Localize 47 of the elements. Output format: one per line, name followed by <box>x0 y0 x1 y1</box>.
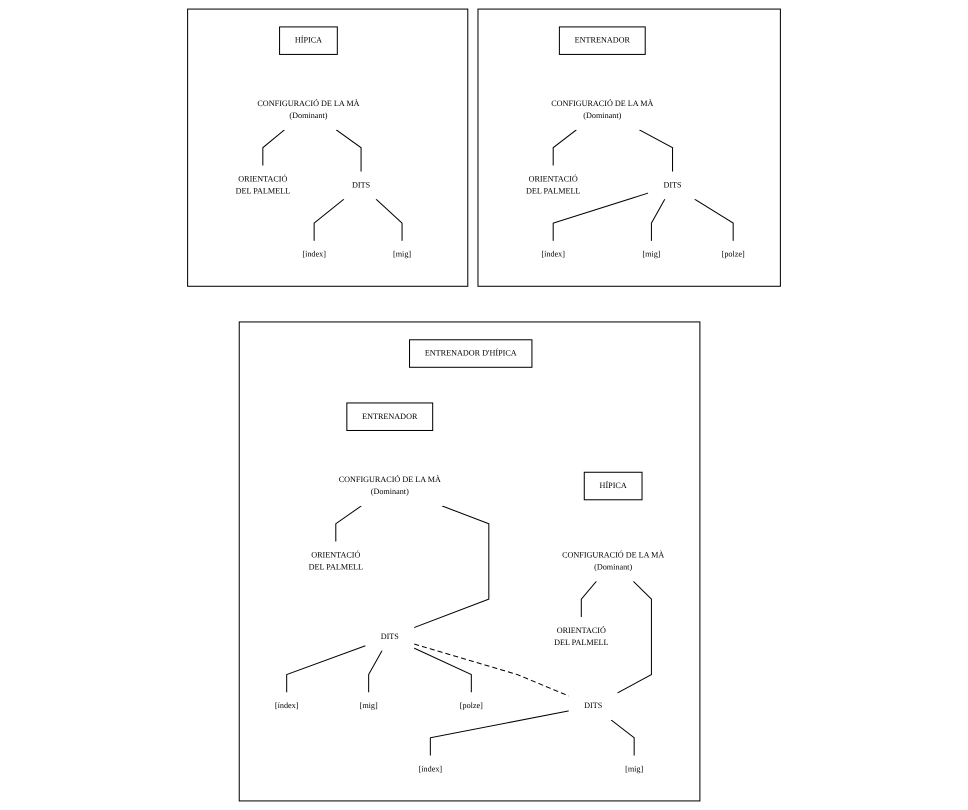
node-box: ENTRENADOR <box>346 402 434 431</box>
node-text: ORIENTACIÓ DEL PALMELL <box>236 174 290 196</box>
node-text: DITS <box>352 180 370 190</box>
cluster <box>187 8 468 287</box>
node-text: [índex] <box>541 250 565 259</box>
cluster <box>238 321 700 802</box>
node-text: [índex] <box>418 764 442 774</box>
connector <box>694 198 734 241</box>
node-box: ENTRENADOR D'HÍPICA <box>409 339 532 368</box>
node-text: DITS <box>380 632 399 641</box>
connector <box>617 580 652 694</box>
node-text: [índex] <box>302 250 326 259</box>
node-text: DITS <box>584 702 602 710</box>
connector <box>650 198 666 241</box>
connector <box>336 129 362 172</box>
node-text: ORIENTACIÓ DEL PALMELL <box>308 550 364 572</box>
node-text: [mig] <box>360 702 378 710</box>
node-text: CONFIGURACIÓ DE LA MÀ (Dominant) <box>551 99 654 120</box>
node-box: HÍPICA <box>279 26 338 55</box>
node-text: [mig] <box>642 250 660 259</box>
connector <box>335 505 362 542</box>
connector <box>580 580 597 617</box>
cluster <box>477 8 781 287</box>
connector <box>610 720 635 756</box>
connector <box>414 505 490 628</box>
connector <box>262 129 285 166</box>
node-text: ORIENTACIÓ DEL PALMELL <box>526 174 580 196</box>
node-text: CONFIGURACIÓ DE LA MÀ (Dominant) <box>338 475 441 496</box>
connector <box>376 198 403 241</box>
node-box: ENTRENADOR <box>558 26 646 55</box>
node-text: ORIENTACIÓ DEL PALMELL <box>554 626 609 648</box>
connector <box>414 648 472 692</box>
node-text: [polze] <box>460 702 483 710</box>
node-text: DITS <box>663 180 682 190</box>
node-text: [mig] <box>392 250 412 259</box>
node-text: [índex] <box>274 702 298 710</box>
node-text: CONFIGURACIÓ DE LA MÀ (Dominant) <box>257 99 360 120</box>
node-text: [mig] <box>625 764 644 774</box>
connector <box>552 129 577 166</box>
node-text: CONFIGURACIÓ DE LA MÀ (Dominant) <box>562 550 664 572</box>
node-box: HÍPICA <box>584 472 643 500</box>
connector <box>430 710 569 756</box>
connector <box>368 650 382 692</box>
connector <box>314 198 344 241</box>
node-text: [polze] <box>722 250 745 259</box>
connector <box>286 645 366 692</box>
connector <box>552 192 648 241</box>
